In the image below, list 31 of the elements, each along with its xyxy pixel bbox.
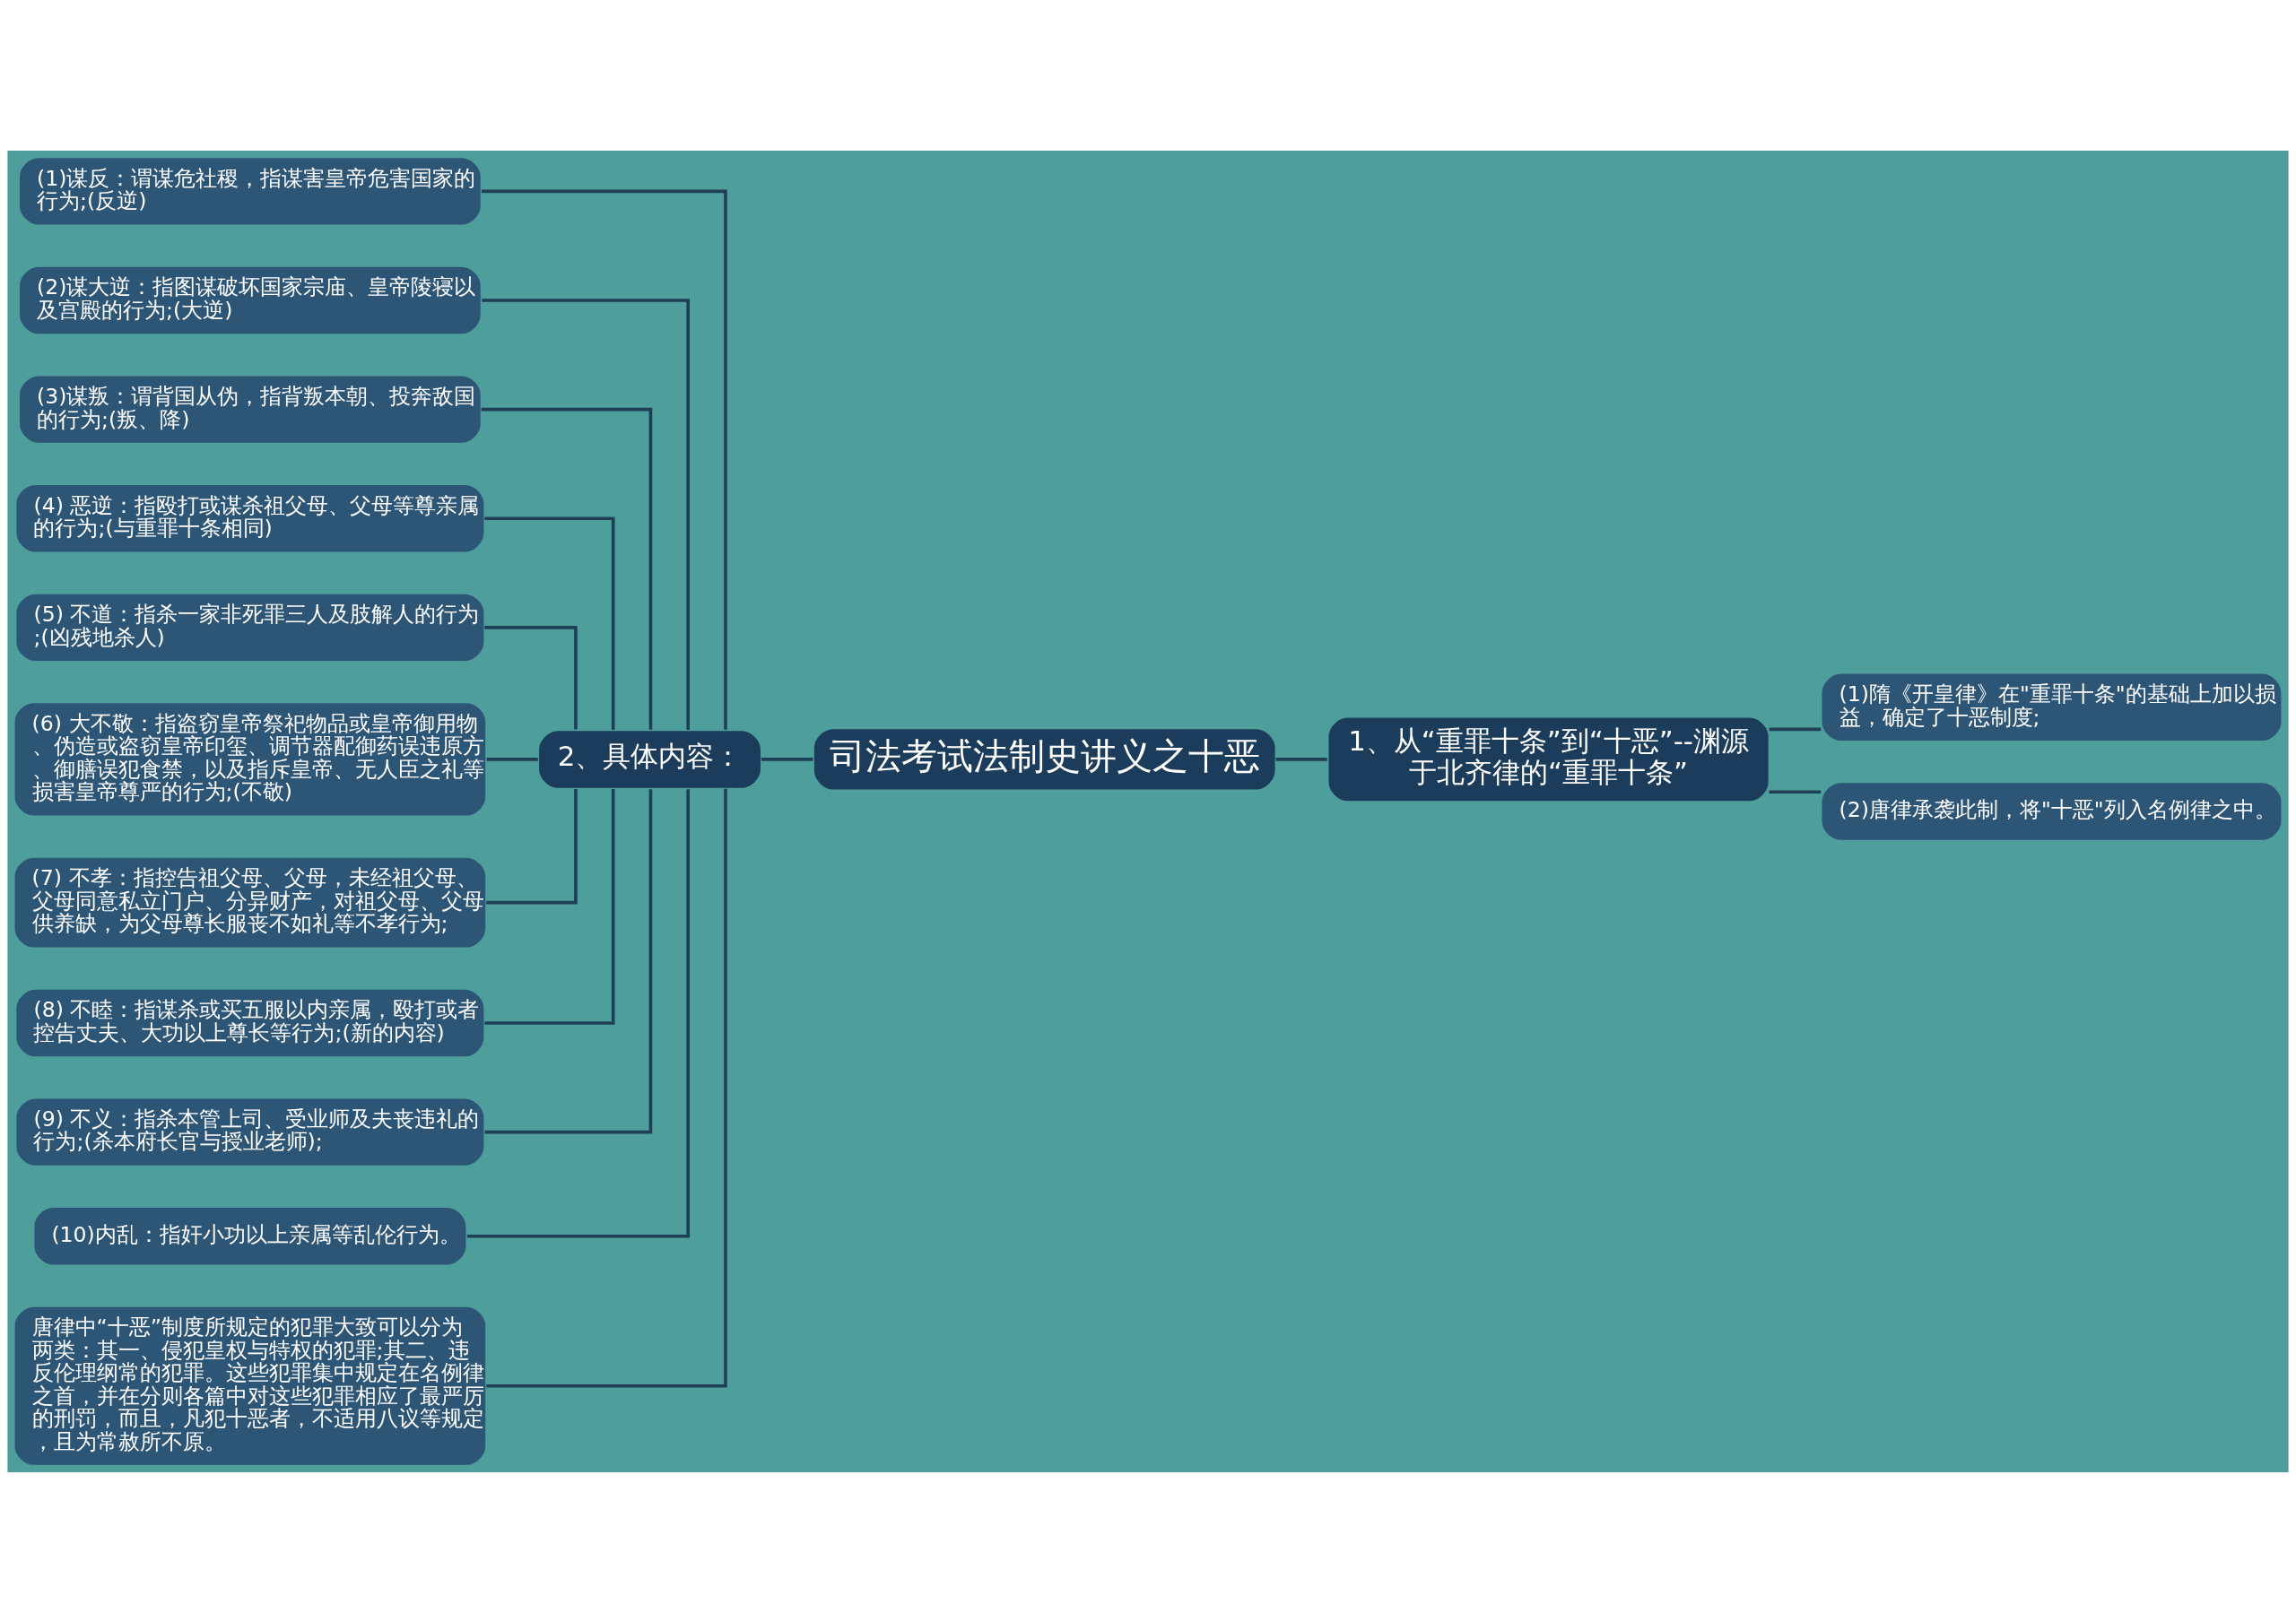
node-box: (3)谋叛：谓背国从伪，指背叛本朝、投奔敌国的行为;(叛、降) [18, 374, 483, 445]
connector [1769, 789, 1822, 794]
node-box: 1、从“重罪十条”到“十恶”--渊源于北齐律的“重罪十条” [1326, 716, 1770, 802]
connector [484, 788, 653, 1133]
connector [484, 625, 578, 730]
node-box: (7) 不孝：指控告祖父母、父母，未经祖父母、父母同意私立门户、分异财产，对祖父母、父母供养缺，为父母尊长服丧不如礼等不孝行为; [13, 855, 487, 949]
connector [486, 788, 578, 904]
connector [484, 788, 615, 1025]
connector [761, 757, 813, 761]
connector [486, 757, 538, 761]
connector [481, 189, 727, 730]
connector [481, 407, 653, 730]
node-box: (2)谋大逆：指图谋破坏国家宗庙、皇帝陵寝以及宫殿的行为;(大逆) [18, 265, 483, 335]
node-box: (1)隋《开皇律》在"重罪十条"的基础上加以损益，确定了十恶制度; [1820, 672, 2283, 742]
node-box: 唐律中“十恶”制度所规定的犯罪大致可以分为两类：其一、侵犯皇权与特权的犯罪;其二、违反伦理纲常的犯罪。这些犯罪集中规定在名例律之首，并在分则各篇中对这些犯罪相应了最严厉的刑罚，而且，凡犯十恶者，不适用八议等规定，且为常赦所不原。 [13, 1305, 487, 1467]
node-box: (6) 大不敬：指盗窃皇帝祭祀物品或皇帝御用物、伪造或盗窃皇帝印玺、调节器配御药误违原方、御膳误犯食禁，以及指斥皇帝、无人臣之礼等损害皇帝尊严的行为;(不敬) [13, 700, 487, 817]
connector [1769, 727, 1822, 731]
node-box: (8) 不睦：指谋杀或买五服以内亲属，殴打或者控告丈夫、大功以上尊长等行为;(新的内容) [14, 987, 486, 1058]
node-box: 2、具体内容： [537, 728, 762, 789]
node-box: (4) 恶逆：指殴打或谋杀祖父母、父母等尊亲属的行为;(与重罪十条相同) [14, 482, 486, 553]
connector [482, 298, 690, 730]
connector [484, 516, 615, 730]
connector [486, 788, 727, 1388]
connector [1275, 757, 1327, 761]
node-box: (5) 不道：指杀一家非死罪三人及肢解人的行为;(凶残地杀人) [14, 592, 486, 663]
node-box: (1)谋反：谓谋危社稷，指谋害皇帝危害国家的行为;(反逆) [18, 155, 483, 226]
connector [466, 788, 690, 1238]
node-box: 司法考试法制史讲义之十恶 [813, 727, 1277, 791]
node-box: (9) 不义：指杀本管上司、受业师及夫丧违礼的行为;(杀本府长官与授业老师); [14, 1097, 486, 1167]
node-box: (2)唐律承袭此制，将"十恶"列入名例律之中。 [1820, 780, 2283, 842]
node-box: (10)内乱：指奸小功以上亲属等乱伦行为。 [32, 1205, 468, 1266]
